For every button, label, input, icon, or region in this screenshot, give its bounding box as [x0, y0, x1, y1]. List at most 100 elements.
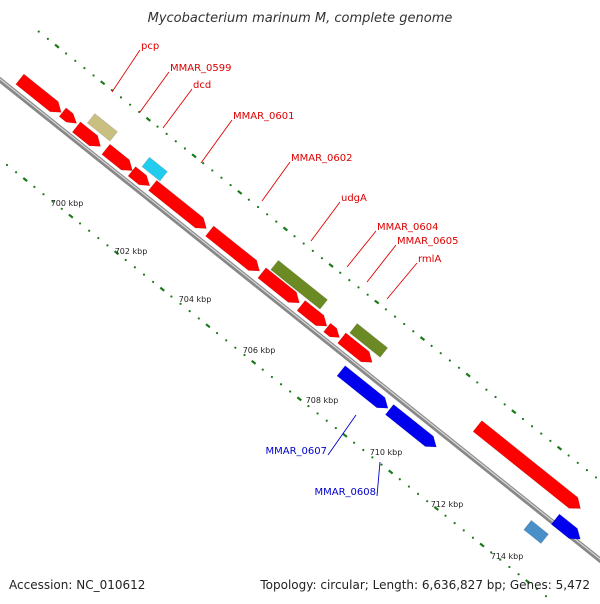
minus-strand-gene-arrow	[385, 404, 437, 448]
minor-tick-dot	[293, 235, 296, 238]
gene-label: MMAR_0604	[377, 222, 439, 233]
minor-tick-dot	[128, 103, 132, 106]
minor-tick-dot	[339, 271, 342, 274]
minor-tick-dot	[448, 359, 451, 362]
minor-tick-dot	[289, 390, 292, 393]
major-tick	[54, 43, 60, 49]
minor-tick-dot	[348, 278, 351, 282]
plus-strand-gene-arrow	[205, 225, 260, 272]
major-tick	[328, 263, 334, 268]
tick-dots-layer	[5, 30, 598, 598]
kbp-scale-label: 704 kbp	[179, 295, 212, 304]
major-tick	[68, 213, 74, 219]
gene-label: dcd	[193, 80, 211, 91]
olive-feature-box	[270, 259, 328, 310]
major-tick	[100, 80, 106, 86]
minor-tick-dot	[517, 573, 520, 576]
minor-tick-dot	[142, 273, 146, 276]
minor-tick-dot	[457, 366, 461, 369]
minor-tick-dot	[229, 183, 232, 187]
gene-label-leader-line	[366, 244, 397, 283]
minor-tick-dot	[535, 587, 538, 590]
minor-tick-dot	[165, 132, 168, 136]
minor-tick-dot	[499, 558, 502, 561]
kbp-scale-label: 700 kbp	[51, 199, 84, 208]
plus-strand-gene-arrow	[296, 300, 328, 327]
plus-strand-gene-arrow	[148, 179, 207, 229]
gene-label-leader-line	[376, 461, 381, 497]
major-tick	[342, 432, 348, 438]
minor-tick-dot	[133, 266, 136, 269]
plus-strand-gene-arrow	[71, 121, 101, 147]
major-tick	[237, 189, 243, 195]
minor-tick-dot	[439, 352, 442, 355]
minor-tick-dot	[320, 257, 324, 260]
minor-tick-dot	[380, 463, 383, 466]
minor-tick-dot	[197, 317, 200, 320]
genome-backbone-highlight	[0, 78, 600, 560]
minor-tick-dot	[110, 88, 113, 92]
minor-tick-dot	[51, 200, 54, 203]
minor-tick-dot	[88, 229, 91, 232]
plus-strand-gene-arrow	[323, 322, 340, 338]
minor-tick-dot	[494, 395, 497, 399]
minor-tick-dot	[37, 30, 40, 33]
minor-tick-dot	[119, 96, 123, 99]
minor-tick-dot	[225, 339, 228, 342]
minor-tick-dot	[234, 346, 237, 349]
minor-tick-dot	[490, 551, 493, 554]
minor-tick-dot	[453, 521, 456, 525]
major-tick	[296, 396, 302, 402]
minor-tick-dot	[316, 412, 319, 415]
gene-features-layer	[15, 73, 581, 544]
minor-tick-dot	[371, 456, 374, 459]
kbp-scale-label: 712 kbp	[431, 500, 464, 509]
gene-label: MMAR_0607	[266, 446, 328, 457]
minor-tick-dot	[549, 439, 552, 442]
minor-tick-dot	[567, 454, 570, 457]
plus-strand-gene-arrow	[127, 166, 151, 187]
major-tick	[250, 359, 257, 365]
major-tick	[159, 286, 165, 292]
gene-label-leader-line	[261, 161, 291, 202]
minor-tick-dot	[60, 207, 63, 210]
minor-tick-dot	[430, 344, 433, 347]
major-tick	[205, 323, 211, 329]
minor-tick-dot	[503, 403, 506, 406]
gene-label: rmlA	[418, 254, 441, 265]
minor-tick-dot	[215, 331, 219, 335]
major-tick	[525, 579, 531, 584]
minor-tick-dot	[353, 441, 356, 444]
topology-text: Topology: circular; Length: 6,636,827 bp…	[260, 578, 590, 592]
genome-backbone	[0, 76, 600, 564]
major-tick	[511, 409, 517, 415]
khaki-feature-box	[86, 113, 118, 142]
gene-labels-layer: pcpMMAR_0599dcdMMAR_0601MMAR_0602udgAMMA…	[111, 41, 459, 498]
major-tick	[465, 372, 471, 378]
minor-tick-dot	[243, 353, 246, 357]
gene-label-leader-line	[310, 201, 341, 242]
plus-strand-gene-arrow	[337, 332, 373, 363]
gene-label: MMAR_0599	[170, 63, 232, 74]
minor-tick-dot	[311, 249, 314, 252]
plus-strand-gene-arrow	[101, 143, 133, 171]
minor-tick-dot	[585, 469, 589, 472]
major-tick	[113, 250, 120, 256]
minor-tick-dot	[485, 388, 488, 391]
minor-tick-dot	[544, 595, 548, 598]
minor-tick-dot	[188, 310, 191, 313]
minor-tick-dot	[530, 425, 534, 428]
gene-label: udgA	[341, 193, 367, 204]
cyan-feature-box	[141, 156, 168, 182]
minor-tick-dot	[138, 110, 141, 114]
plus-strand-gene-arrow	[472, 420, 581, 509]
minor-tick-dot	[471, 536, 474, 539]
minor-tick-dot	[307, 405, 310, 408]
major-tick	[388, 469, 394, 475]
minor-tick-dot	[156, 125, 159, 128]
kbp-scale-label: 708 kbp	[306, 396, 339, 405]
minor-tick-dot	[183, 147, 187, 150]
